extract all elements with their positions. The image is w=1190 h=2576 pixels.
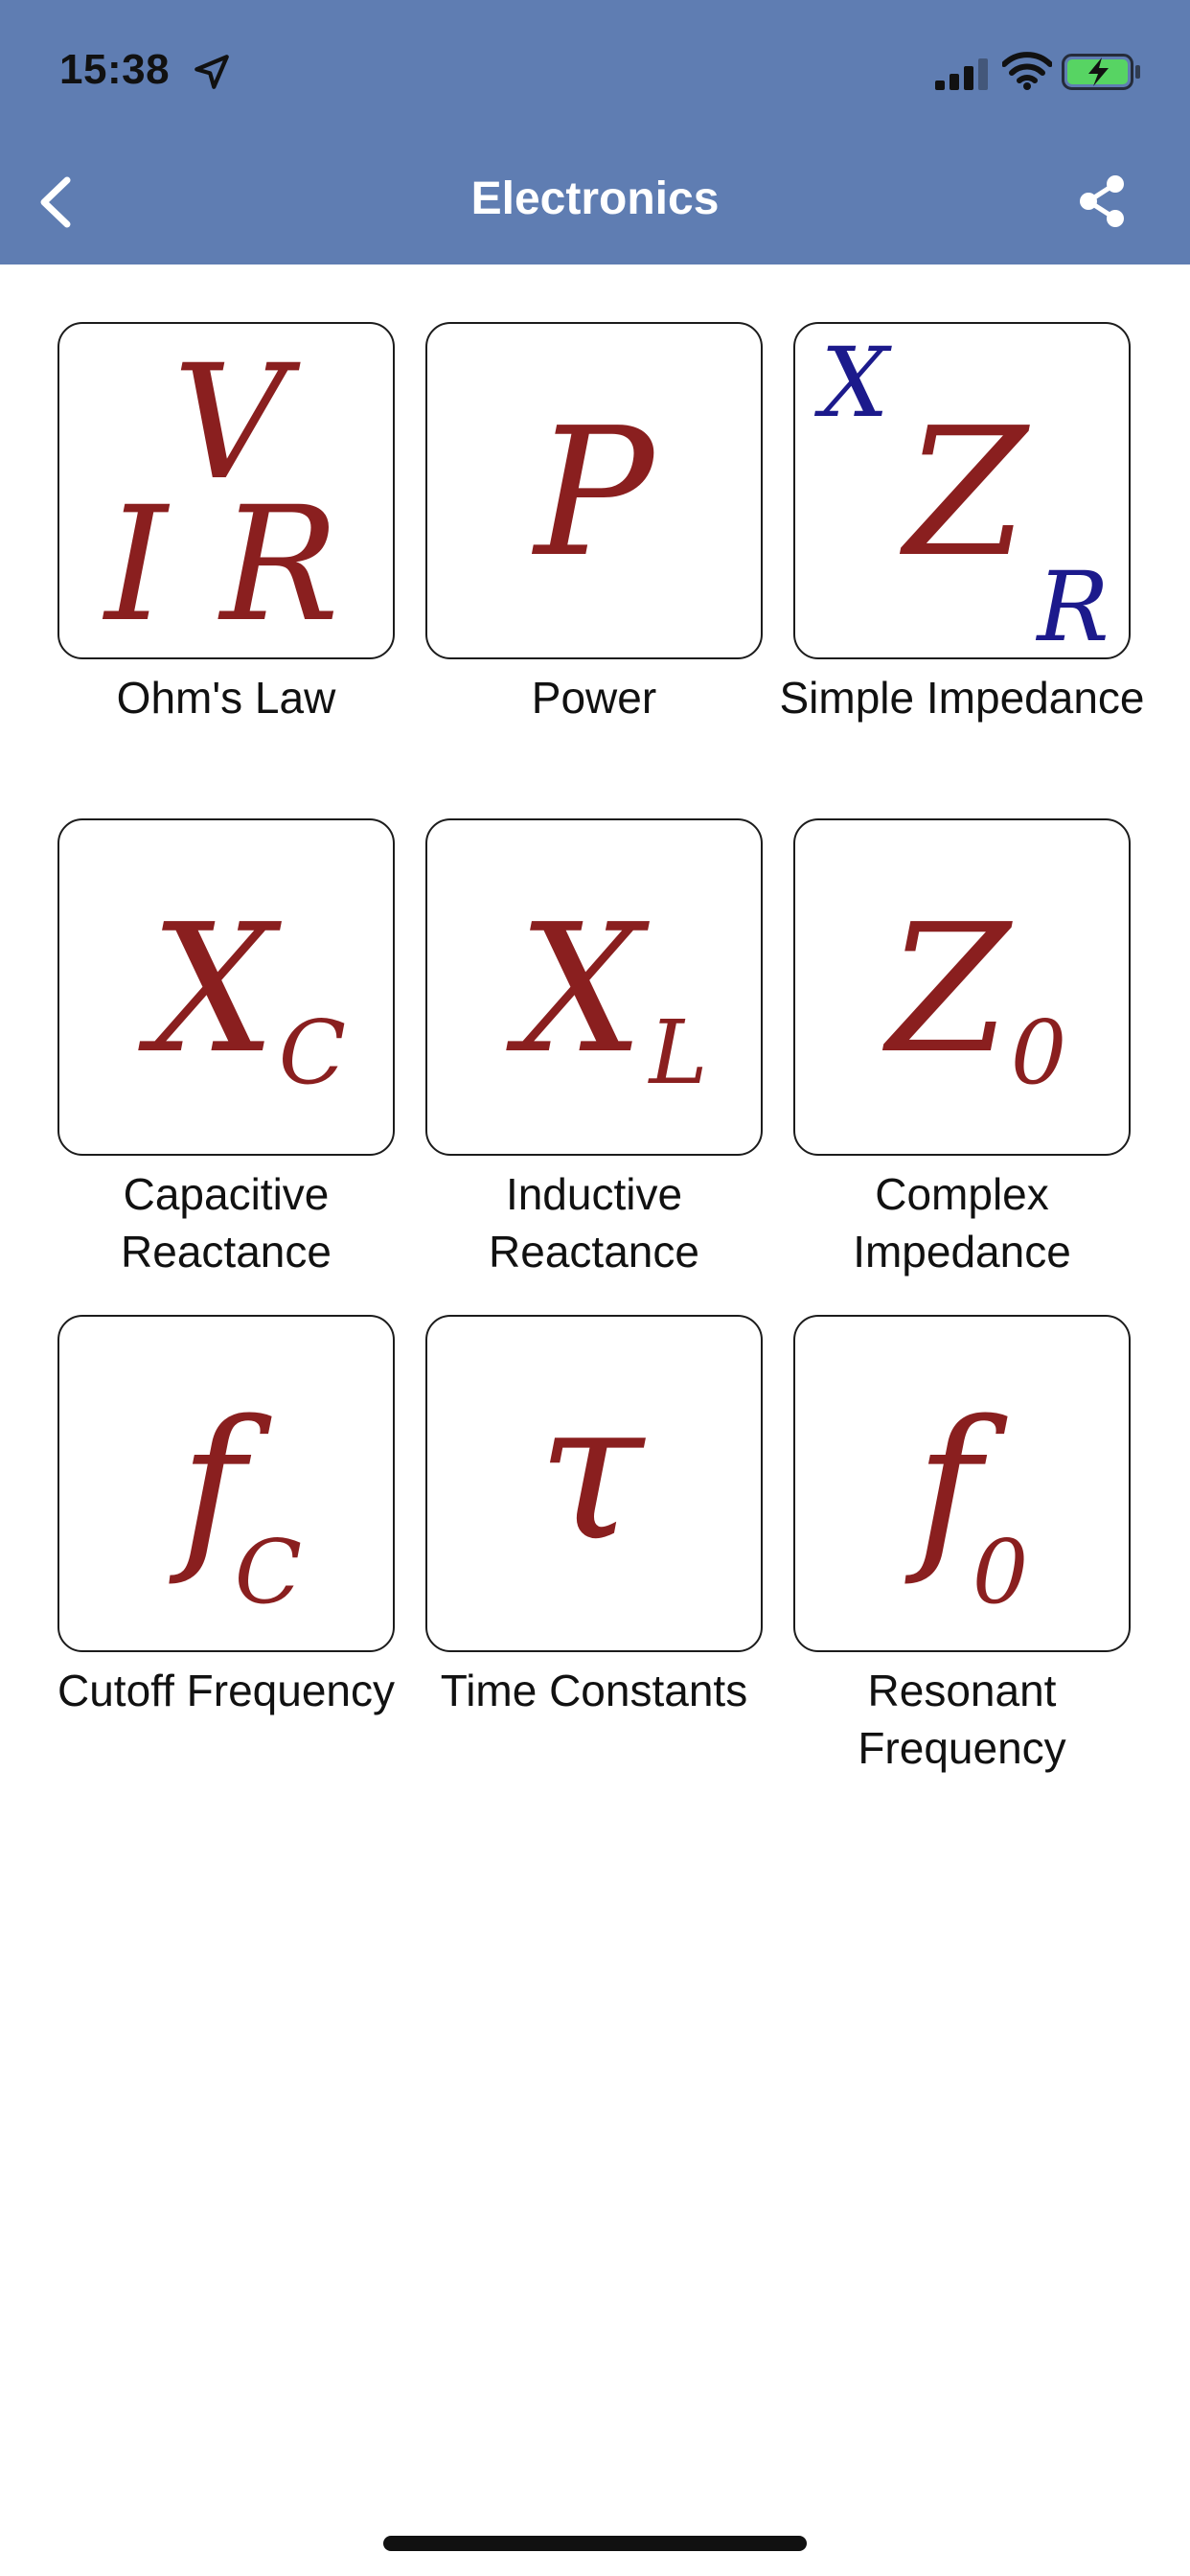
- tile-label: Ohm's Law: [116, 673, 336, 723]
- symbol-p: P: [532, 389, 657, 596]
- symbol-x: X: [506, 886, 650, 1092]
- symbol-i: I: [102, 472, 170, 656]
- symbol-z: Z: [900, 389, 1031, 596]
- resonant-frequency-icon: f 0: [793, 1315, 1131, 1652]
- battery-charging-icon: [1062, 54, 1140, 90]
- symbol-subscript-c: C: [235, 1521, 302, 1623]
- symbol-subscript-c: C: [279, 1001, 346, 1104]
- tile-label: Resonant Frequency: [858, 1666, 1066, 1773]
- wifi-icon: [1002, 52, 1052, 90]
- tile-label: Simple Impedance: [779, 673, 1145, 723]
- header: 15:38 Electronics: [0, 0, 1190, 264]
- symbol-subscript-l: L: [647, 1001, 707, 1104]
- tile-label: Inductive Reactance: [489, 1169, 699, 1276]
- back-button[interactable]: [29, 169, 86, 236]
- tile-label: Power: [531, 673, 657, 723]
- power-icon: P: [425, 322, 763, 659]
- symbol-subscript-0: 0: [1011, 1001, 1067, 1104]
- symbol-tau: τ: [538, 1360, 647, 1583]
- symbol-subscript-0: 0: [973, 1521, 1029, 1623]
- cutoff-frequency-icon: f C: [57, 1315, 395, 1652]
- symbol-r: R: [217, 472, 339, 656]
- page-title: Electronics: [470, 173, 720, 224]
- status-time: 15:38: [59, 46, 171, 93]
- time-constants-icon: τ: [425, 1315, 763, 1652]
- inductive-reactance-icon: X L: [425, 818, 763, 1156]
- tile-label: Complex Impedance: [853, 1169, 1071, 1276]
- home-indicator[interactable]: [383, 2536, 807, 2551]
- complex-impedance-icon: Z 0: [793, 818, 1131, 1156]
- simple-impedance-icon: X Z R: [793, 322, 1131, 659]
- share-icon[interactable]: [1071, 171, 1133, 232]
- capacitive-reactance-icon: X C: [57, 818, 395, 1156]
- location-arrow-icon: [195, 55, 229, 89]
- tile-label: Time Constants: [440, 1666, 748, 1715]
- symbol-v: V: [172, 331, 301, 515]
- cellular-signal-icon: [935, 58, 988, 90]
- tile-label: Capacitive Reactance: [121, 1169, 332, 1276]
- symbol-x: X: [138, 886, 282, 1092]
- symbol-r: R: [1035, 551, 1109, 657]
- tile-label: Cutoff Frequency: [57, 1666, 395, 1715]
- ohms-law-icon: V I R: [57, 322, 395, 659]
- symbol-z: Z: [882, 886, 1014, 1092]
- symbol-x: X: [813, 327, 892, 439]
